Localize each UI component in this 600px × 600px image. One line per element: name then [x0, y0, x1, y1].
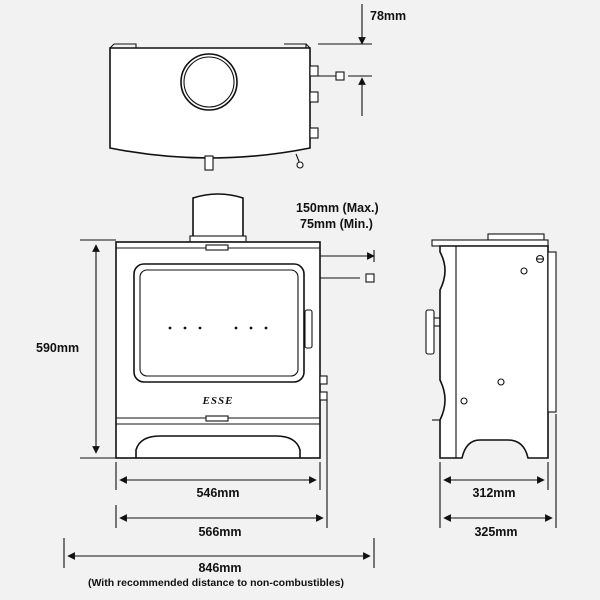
top-view [109, 43, 345, 171]
height-label: 590mm [36, 341, 79, 355]
side-inner-depth-dimension: 312mm [439, 462, 549, 528]
door-glass [139, 269, 299, 377]
outer-width-label: 566mm [198, 525, 241, 539]
door-frame [133, 263, 305, 383]
flue-min-label: 75mm (Min.) [300, 217, 373, 231]
total-width-label: 846mm [198, 561, 241, 575]
side-view [425, 233, 557, 459]
flue-collar-outer [180, 53, 238, 111]
plinth-arch [135, 435, 301, 458]
total-width-note: (With recommended distance to non-combus… [88, 577, 344, 589]
flue-pipe [192, 193, 244, 239]
side-outer-depth-label: 325mm [474, 525, 517, 539]
front-view: ESSE [115, 193, 375, 459]
flue-distance-dimension: 150mm (Max.) 75mm (Min.) [296, 201, 379, 262]
door-handle [304, 309, 313, 349]
height-dimension: 590mm [30, 239, 116, 459]
stove-body [115, 241, 321, 459]
inner-width-label: 546mm [196, 486, 239, 500]
glass-dots [168, 326, 268, 330]
flue-collar-inner [183, 56, 235, 108]
side-inner-depth-label: 312mm [472, 486, 515, 500]
top-clearance-label: 78mm [370, 9, 406, 23]
flue-max-label: 150mm (Max.) [296, 201, 379, 215]
total-width-dimension: 846mm (With recommended distance to non-… [63, 538, 375, 589]
brand-logo-text: ESSE [202, 395, 234, 407]
top-view-body [109, 47, 311, 159]
side-outer-depth-dimension: 325mm [443, 414, 557, 539]
top-clearance-dimension: 78mm [318, 4, 406, 116]
side-handle [425, 309, 435, 355]
side-body [439, 245, 549, 459]
inner-width-dimension: 546mm [115, 462, 321, 500]
outer-width-dimension: 566mm [115, 400, 328, 539]
